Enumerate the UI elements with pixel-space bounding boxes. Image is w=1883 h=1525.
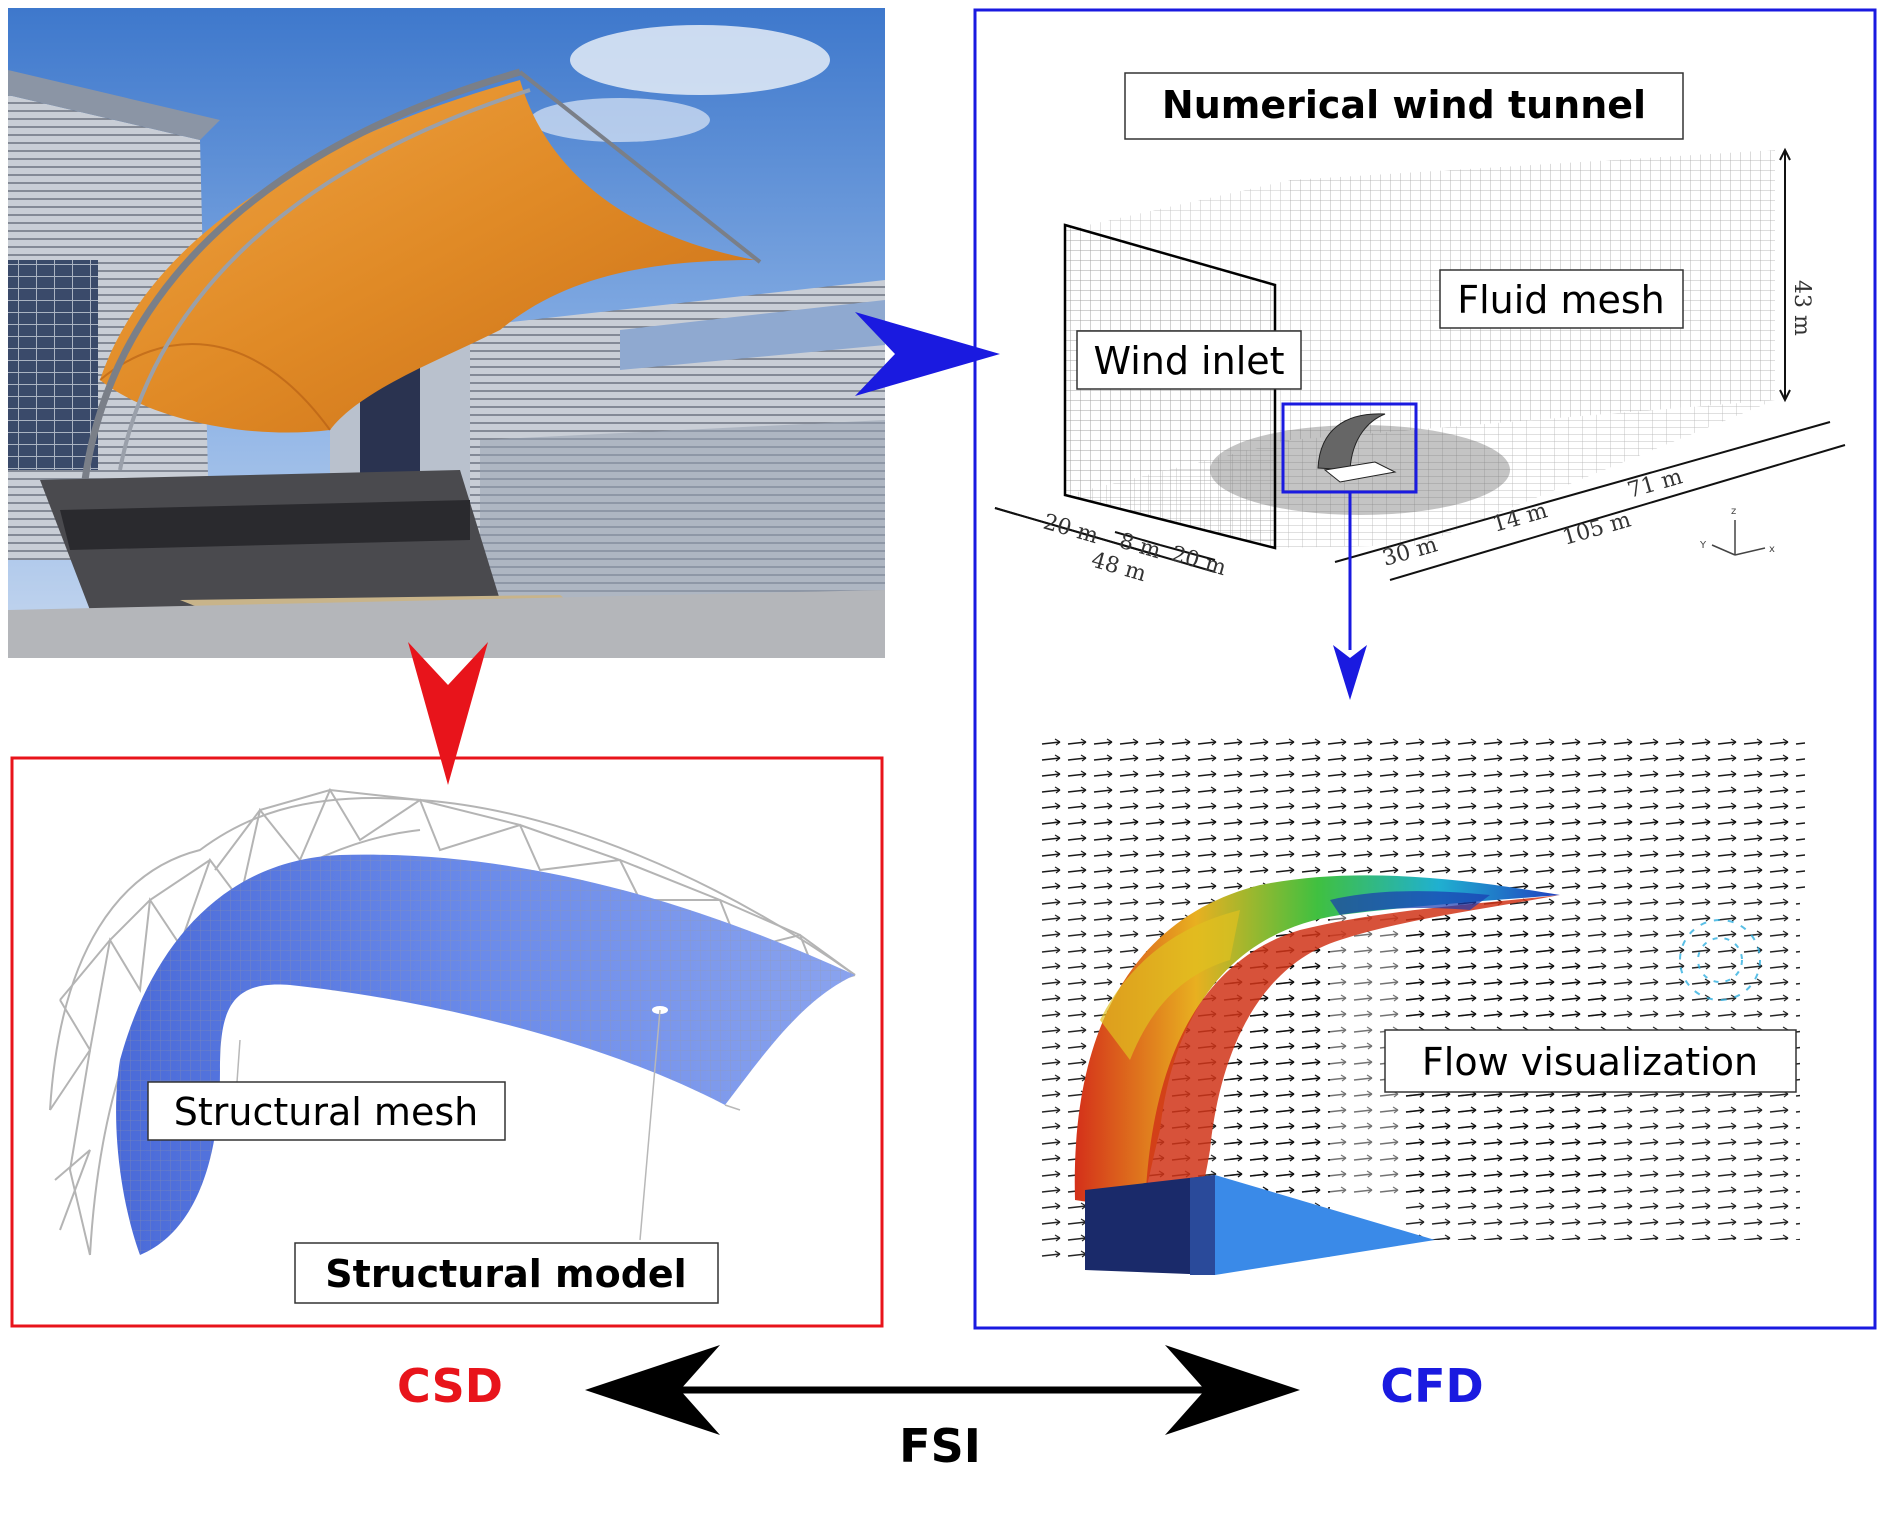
building-photo — [8, 8, 885, 658]
flow-visualization-label-box: Flow visualization — [1384, 1029, 1797, 1093]
fsi-label: FSI — [899, 1419, 981, 1473]
dimension-lines — [994, 147, 1846, 581]
structural-mesh-label: Structural mesh — [174, 1090, 478, 1134]
fsi-double-arrow — [585, 1345, 1300, 1435]
axis-y-label: Y — [1699, 540, 1707, 551]
structural-model-label: Structural model — [325, 1252, 686, 1296]
fluid-mesh-label: Fluid mesh — [1457, 278, 1665, 322]
photo-to-cfd-arrow — [855, 312, 1000, 396]
dim-height: 43 m — [1789, 280, 1814, 336]
wind-inlet-label-box: Wind inlet — [1076, 330, 1302, 390]
structural-mesh-model — [49, 787, 856, 1256]
photo-to-csd-arrow — [408, 642, 488, 785]
axis-x-label: x — [1769, 544, 1775, 555]
structural-mesh-label-box: Structural mesh — [147, 1081, 506, 1141]
wind-tunnel-title-box: Numerical wind tunnel — [1124, 72, 1684, 140]
wind-tunnel-title: Numerical wind tunnel — [1162, 83, 1646, 127]
flow-visualization — [1040, 732, 1805, 1275]
fluid-mesh-label-box: Fluid mesh — [1439, 269, 1684, 329]
wind-inlet-label: Wind inlet — [1093, 339, 1284, 383]
zoom-arrow — [1333, 492, 1367, 700]
cfd-label: CFD — [1380, 1359, 1483, 1413]
structural-model-label-box: Structural model — [294, 1242, 719, 1304]
axis-triad — [1711, 520, 1766, 556]
csd-label: CSD — [397, 1359, 503, 1413]
flow-visualization-label: Flow visualization — [1422, 1040, 1758, 1084]
axis-z-label: z — [1731, 506, 1736, 517]
